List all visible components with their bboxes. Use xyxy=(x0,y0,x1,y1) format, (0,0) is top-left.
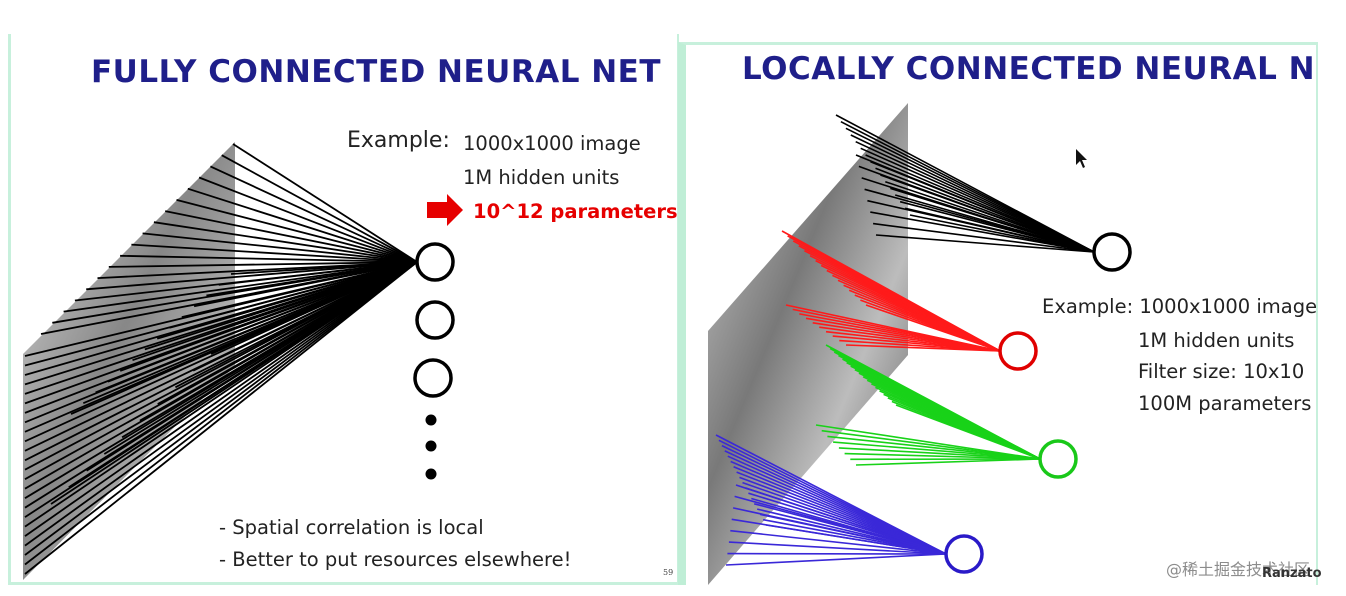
connection-line xyxy=(895,404,1041,460)
connection-line xyxy=(24,261,418,556)
right-slide: LOCALLY CONNECTED NEURAL NET Example: 10… xyxy=(678,42,1318,585)
connection-line xyxy=(827,435,1041,460)
connection-line xyxy=(131,243,418,263)
right-slide-title: LOCALLY CONNECTED NEURAL NET xyxy=(742,51,1318,87)
connection-line xyxy=(731,518,947,555)
connection-line xyxy=(218,261,418,286)
connection-line xyxy=(24,261,418,575)
connection-line xyxy=(855,458,1041,466)
connection-lines-blue xyxy=(715,434,947,566)
connection-line xyxy=(833,441,1041,460)
hidden-unit-red xyxy=(998,331,1038,371)
watermark: @稀土掘金技术社区 xyxy=(1166,560,1311,579)
connection-line xyxy=(174,261,418,389)
input-image-plane xyxy=(708,103,908,585)
parameters-highlight: 10^12 parameters!!! xyxy=(473,200,678,223)
connection-line xyxy=(734,495,947,555)
input-image-plane xyxy=(23,142,235,580)
locally-connected-diagram xyxy=(708,103,1132,585)
bullet-resources: - Better to put resources elsewhere! xyxy=(219,548,572,571)
page-number: 59 xyxy=(663,568,674,577)
connection-line xyxy=(169,261,418,329)
connection-line xyxy=(230,261,418,275)
connection-line xyxy=(198,176,418,263)
connection-line xyxy=(872,222,1095,253)
connection-line xyxy=(221,154,418,263)
connection-line xyxy=(232,143,418,263)
left-slide: FULLY CONNECTED NEURAL NET Example: 1000… xyxy=(8,34,679,585)
parameters-count: 10^12 parameters xyxy=(473,200,678,223)
connection-line xyxy=(153,221,418,263)
connection-line xyxy=(875,234,1095,253)
hidden-unit-green xyxy=(1038,439,1078,479)
connection-line xyxy=(728,541,947,555)
hidden-unit-3 xyxy=(413,358,453,398)
connection-line xyxy=(844,452,1041,460)
connection-lines-black xyxy=(835,114,1095,253)
hidden-unit-2 xyxy=(415,300,455,340)
connection-line xyxy=(815,424,1041,460)
hidden-unit-black xyxy=(1092,232,1132,272)
connection-line xyxy=(730,529,947,555)
hidden-unit-1 xyxy=(415,242,455,282)
connection-line xyxy=(855,154,1095,253)
connection-line xyxy=(142,232,418,263)
connection-lines-green xyxy=(815,344,1041,466)
example-line-params: 100M parameters xyxy=(1138,392,1312,415)
ellipsis-dots-icon xyxy=(425,414,437,480)
connection-line xyxy=(870,211,1095,253)
connection-line xyxy=(139,261,418,422)
example-line-hidden: 1M hidden units xyxy=(1138,329,1295,352)
connection-lines-red xyxy=(781,230,1001,352)
connection-line xyxy=(206,261,418,297)
connection-line xyxy=(132,261,418,362)
connection-line xyxy=(187,187,418,263)
example-label: Example: xyxy=(347,128,450,153)
connection-line xyxy=(144,261,418,351)
connection-line xyxy=(24,261,418,537)
connection-line xyxy=(156,261,418,340)
connection-line xyxy=(210,165,418,263)
connection-line xyxy=(865,304,1001,352)
connection-line xyxy=(858,165,1095,253)
connection-line xyxy=(107,261,418,383)
connection-line xyxy=(157,261,418,405)
connection-line xyxy=(119,261,418,372)
fully-connected-diagram xyxy=(23,142,463,580)
example-line-hidden: 1M hidden units xyxy=(463,166,620,189)
example-line-image: 1000x1000 image xyxy=(463,132,641,155)
connection-line xyxy=(210,261,418,355)
connection-line xyxy=(121,261,418,439)
connection-line xyxy=(735,484,947,555)
connection-line xyxy=(864,188,1095,253)
connection-line xyxy=(821,429,1041,460)
connection-line xyxy=(845,344,1001,352)
connection-line xyxy=(181,261,418,318)
connection-line xyxy=(861,177,1095,253)
connection-line xyxy=(120,254,418,263)
connection-line xyxy=(176,199,418,263)
example-line-image: Example: 1000x1000 image xyxy=(1042,295,1318,318)
connection-line xyxy=(165,210,418,263)
author-credit: Ranzato xyxy=(1262,566,1322,581)
connection-line xyxy=(108,261,418,268)
hidden-unit-blue xyxy=(944,534,984,574)
left-slide-title: FULLY CONNECTED NEURAL NET xyxy=(91,54,662,90)
connection-line xyxy=(24,261,418,547)
connection-line xyxy=(63,261,418,313)
connection-line xyxy=(86,261,418,291)
arrow-right-icon xyxy=(427,194,463,226)
connection-line xyxy=(732,507,947,555)
connection-line xyxy=(838,447,1041,460)
example-line-filter: Filter size: 10x10 xyxy=(1138,360,1305,383)
connection-line xyxy=(867,199,1095,253)
connection-line xyxy=(193,261,418,308)
mouse-cursor-icon xyxy=(1076,149,1087,168)
connection-line xyxy=(192,261,418,372)
connection-lines xyxy=(24,143,418,575)
connection-line xyxy=(725,553,947,566)
bullet-spatial: - Spatial correlation is local xyxy=(219,516,484,539)
connection-line xyxy=(95,261,418,394)
connection-line xyxy=(24,261,418,566)
